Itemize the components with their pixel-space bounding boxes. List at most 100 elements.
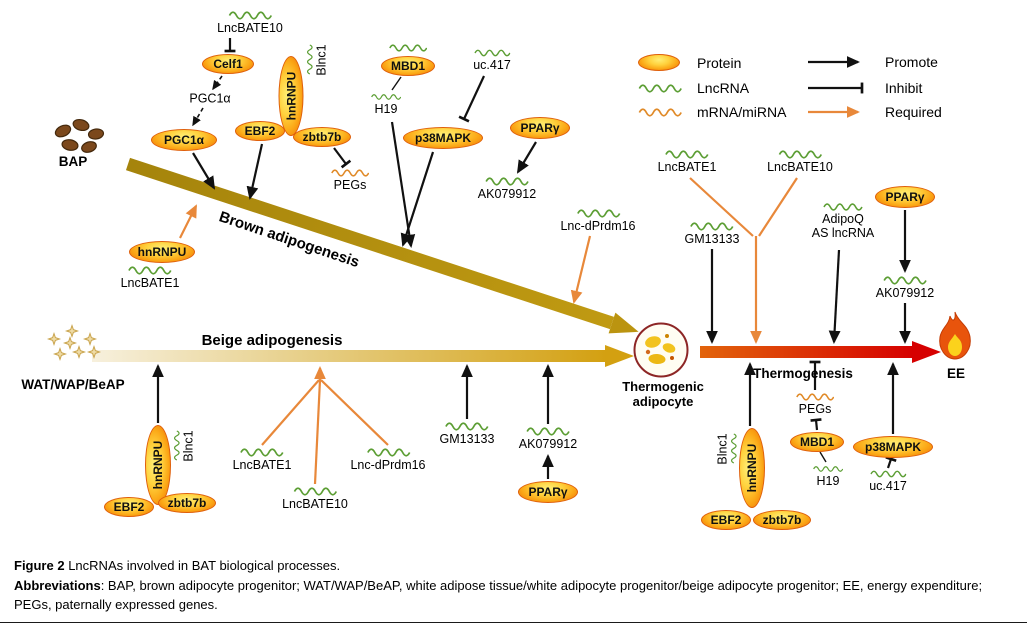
rna-label: uc.417 xyxy=(473,58,511,72)
lncrna-wave-icon xyxy=(690,222,734,231)
lncrna-h19-brown: H19 xyxy=(371,92,401,116)
legend-mrna-label: mRNA/miRNA xyxy=(697,104,787,120)
rna-label: Blnc1 xyxy=(715,433,730,465)
lncrna-ak079912-thermo: AK079912 xyxy=(876,275,934,300)
rna-label: LncBATE1 xyxy=(232,458,292,472)
edge-lncbate1-required-beige xyxy=(261,379,320,446)
protein-icon xyxy=(638,54,680,71)
lncrna-h19-thermo: H19 xyxy=(813,464,843,488)
edge-uc417-inhibits-p38mapk-right xyxy=(885,456,897,469)
lncrna-uc417-thermo: uc.417 xyxy=(869,469,907,493)
thermogenic-adipocyte-icon xyxy=(633,322,689,378)
edge-lncbate10-required-beige xyxy=(313,379,322,485)
pathway-label-beige: Beige adipogenesis xyxy=(201,332,343,350)
protein-p38mapk-brown: p38MAPK xyxy=(403,127,483,149)
lncrna-wave-icon xyxy=(240,448,284,457)
flame-icon xyxy=(939,311,971,360)
legend-item-lncrna: LncRNA xyxy=(638,80,749,96)
edge-adipoq-promotes-thermogenesis xyxy=(828,249,841,344)
lncrna-wave-icon xyxy=(371,94,401,100)
protein-pparg-beige: PPARγ xyxy=(518,481,578,503)
rna-label: Lnc-dPrdm16 xyxy=(350,458,426,472)
page-divider xyxy=(0,622,1027,623)
rna-label: AK079912 xyxy=(875,286,935,300)
lncrna-wave-icon xyxy=(474,49,510,57)
lncrna-wave-icon xyxy=(366,448,410,457)
bap-label: BAP xyxy=(58,154,88,170)
legend-item-promote: Promote xyxy=(806,54,938,70)
rna-label: Blnc1 xyxy=(181,430,196,462)
lncrna-wave-icon xyxy=(870,470,906,478)
lncrna-uc417-brown: uc.417 xyxy=(473,48,511,72)
protein-hnrnpu-brown: hnRNPU xyxy=(278,56,304,136)
lncrna-lnc-dprdm16-beige: Lnc-dPrdm16 xyxy=(350,447,426,472)
thermogenic-adipocyte-label: Thermogenic adipocyte xyxy=(622,379,704,410)
protein-ebf2-brown: EBF2 xyxy=(235,121,285,141)
protein-ebf2-thermo: EBF2 xyxy=(701,510,751,530)
caption-abbr-label: Abbreviations xyxy=(14,577,101,593)
legend-lncrna-label: LncRNA xyxy=(697,80,750,96)
lncrna-adipoq-as-thermo: AdipoQ AS lncRNA xyxy=(812,202,874,241)
protein-pparg-brown: PPARγ xyxy=(510,117,570,139)
edge-lncbate1-required-thermogenesis xyxy=(689,177,754,237)
lncrna-blnc1-beige: Blnc1 xyxy=(172,430,196,462)
brown-adipogenesis-arrow xyxy=(125,157,639,334)
lncrna-wave-icon xyxy=(665,150,709,159)
legend-item-mrna: mRNA/miRNA xyxy=(638,104,786,120)
legend-item-protein: Protein xyxy=(638,54,741,71)
legend-required-label: Required xyxy=(885,104,942,120)
mrna-pegs-thermo: PEGs xyxy=(796,392,834,416)
rna-label: GM13133 xyxy=(439,432,495,446)
edge-ebf2-complex-promotes-brown xyxy=(246,143,264,200)
lncrna-gm13133-thermo: GM13133 xyxy=(684,221,740,246)
thermogenesis-arrow xyxy=(700,341,941,363)
edge-zbtb7b-inhibits-pegs xyxy=(333,147,352,169)
protein-mbd1-thermo: MBD1 xyxy=(790,432,844,452)
edge-p38mapk-promotes-brown xyxy=(400,151,435,247)
lncrna-ak079912-beige: AK079912 xyxy=(519,426,577,451)
lncrna-lncbate1-left: LncBATE1 xyxy=(121,265,179,290)
protein-hnrnpu-left: hnRNPU xyxy=(129,241,195,263)
lncrna-wave-icon xyxy=(293,487,337,496)
edge-mbd1-h19-promotes-brown xyxy=(390,121,416,248)
edge-pparg-promotes-ak079912-top xyxy=(516,141,537,174)
protein-p38mapk-thermo: p38MAPK xyxy=(853,436,933,458)
edge-pgc1a-promotes-brown xyxy=(192,152,216,190)
rna-label: LncBATE10 xyxy=(767,160,833,174)
ee-label: EE xyxy=(946,366,966,382)
rna-label: PEGs xyxy=(798,402,832,416)
edge-pgc1a-mrna-to-pgc1a xyxy=(192,107,204,127)
protein-pparg-thermo: PPARγ xyxy=(875,186,935,208)
protein-zbtb7b-beige: zbtb7b xyxy=(158,493,216,513)
edge-hnrnpu-required-brown xyxy=(179,204,197,239)
lncrna-lncbate10-brown: LncBATE10 xyxy=(217,10,283,35)
rna-label: LncBATE1 xyxy=(657,160,717,174)
rna-label: LncBATE10 xyxy=(282,497,348,511)
edge-lncbate10-required-thermogenesis xyxy=(758,177,798,237)
rna-label: PEGs xyxy=(333,178,367,192)
mrna-wave-icon xyxy=(796,393,834,401)
lncrna-wave-icon xyxy=(228,11,272,20)
inhibit-icon xyxy=(808,82,864,94)
pgc1a-mrna-label: PGC1α xyxy=(189,91,231,106)
rna-label: Blnc1 xyxy=(314,44,329,76)
lncrna-wave-icon xyxy=(306,45,313,75)
legend-item-required: Required xyxy=(806,104,942,120)
lncrna-wave-icon xyxy=(526,427,570,436)
protein-ebf2-beige: EBF2 xyxy=(104,497,154,517)
rna-label: AK079912 xyxy=(518,437,578,451)
lncrna-wave-icon xyxy=(576,209,620,218)
mrna-icon xyxy=(638,107,682,117)
lncrna-mbd1-wave xyxy=(389,43,427,53)
required-arrow-icon xyxy=(808,106,860,118)
rna-label: GM13133 xyxy=(684,232,740,246)
protein-hnrnpu-thermo: hnRNPU xyxy=(739,428,765,508)
wat-label: WAT/WAP/BeAP xyxy=(21,377,125,393)
protein-hnrnpu-beige: hnRNPU xyxy=(145,425,171,505)
rna-label: Lnc-dPrdm16 xyxy=(560,219,636,233)
lncrna-wave-icon xyxy=(485,177,529,186)
caption-abbreviations-line: Abbreviations: BAP, brown adipocyte prog… xyxy=(14,576,1014,615)
lncrna-lncbate1-thermo: LncBATE1 xyxy=(657,149,717,174)
legend-protein-label: Protein xyxy=(697,54,742,71)
